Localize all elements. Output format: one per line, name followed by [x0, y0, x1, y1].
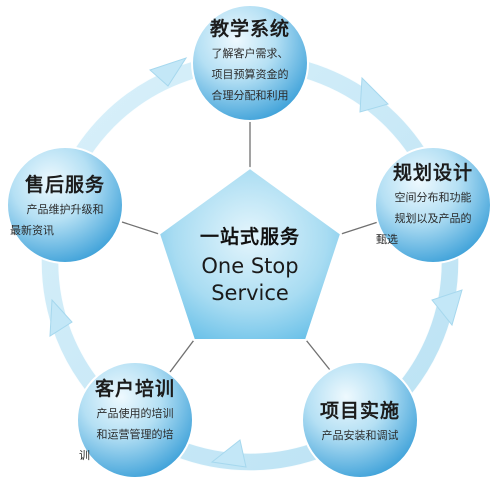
node-desc-planning-3: 甄选 [376, 233, 398, 246]
node-desc-implementation-1: 产品安装和调试 [321, 429, 399, 442]
node-desc-teaching-2: 项目预算资金的 [211, 68, 289, 81]
connector-implementation [305, 339, 331, 371]
node-title-planning: 规划设计 [392, 162, 473, 184]
circle-planning [374, 146, 492, 264]
connector-training [169, 339, 195, 373]
cycle-arrowheads [49, 57, 463, 468]
arrowhead-4 [49, 298, 73, 337]
node-desc-training-3: 训 [79, 449, 90, 462]
connector-aftersales [121, 221, 160, 235]
node-aftersales: 售后服务 产品维护升级和 最新资讯 [6, 170, 124, 241]
center-subtitle-line1: One Stop [201, 254, 299, 278]
node-training: 客户培训 产品使用的培训 和运营管理的培 训 [75, 374, 195, 466]
circle-teaching [191, 4, 309, 122]
node-title-training: 客户培训 [94, 378, 175, 400]
node-implementation: 项目实施 产品安装和调试 [300, 396, 420, 446]
connector-planning [340, 221, 379, 235]
node-teaching: 教学系统 了解客户需求、 项目预算资金的 合理分配和利用 [190, 14, 310, 106]
node-title-aftersales: 售后服务 [24, 174, 105, 196]
node-title-teaching: 教学系统 [209, 18, 290, 40]
circle-aftersales [6, 146, 124, 264]
center-title: 一站式服务 [199, 226, 300, 248]
arrowhead-1 [359, 76, 389, 113]
connector-lines [121, 118, 379, 373]
circle-training [76, 361, 194, 479]
node-desc-aftersales-2: 最新资讯 [10, 224, 54, 237]
center-label: 一站式服务 One Stop Service [175, 222, 325, 307]
arrowhead-5 [149, 57, 188, 87]
node-desc-aftersales-1: 产品维护升级和 [26, 203, 104, 216]
circle-implementation [301, 361, 419, 479]
node-title-implementation: 项目实施 [319, 400, 400, 422]
arrowhead-3 [210, 439, 247, 468]
node-desc-planning-1: 空间分布和功能 [394, 191, 472, 204]
arrowhead-2 [431, 289, 463, 327]
node-desc-training-1: 产品使用的培训 [96, 407, 174, 420]
node-desc-teaching-3: 合理分配和利用 [211, 89, 289, 102]
node-planning: 规划设计 空间分布和功能 规划以及产品的 甄选 [372, 158, 494, 250]
center-subtitle-line2: Service [211, 281, 289, 305]
node-desc-training-2: 和运营管理的培 [96, 428, 174, 441]
node-desc-teaching-1: 了解客户需求、 [211, 47, 289, 60]
center-pentagon [157, 166, 343, 341]
node-desc-planning-2: 规划以及产品的 [394, 212, 472, 225]
